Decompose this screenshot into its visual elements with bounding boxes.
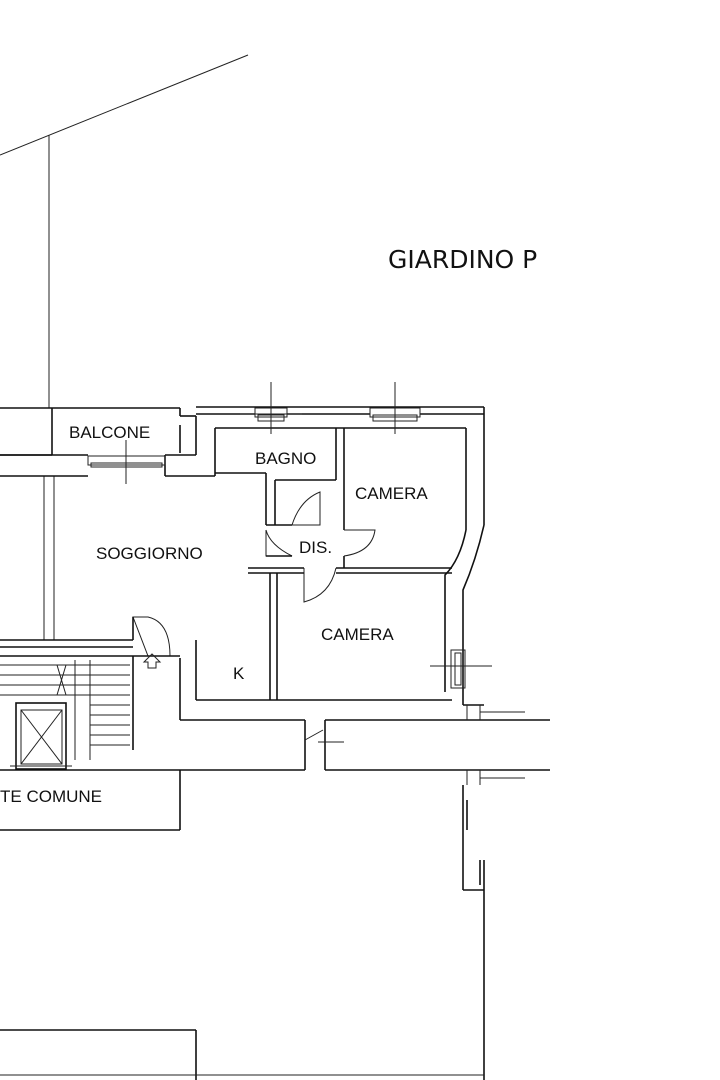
elevator [10,702,72,770]
label-comune: TE COMUNE [0,787,102,806]
apartment-outer-wall [196,406,485,692]
label-camera-bottom: CAMERA [321,625,394,644]
bagno-partitions [215,428,345,530]
left-wall-band [0,407,55,640]
label-camera-top: CAMERA [355,484,428,503]
lower-right-walls [462,785,485,1080]
label-soggiorno: SOGGIORNO [96,544,203,563]
balcone-room [0,407,215,477]
staircase [0,655,134,760]
camera-top-window [369,382,421,434]
lower-left-walls [0,1029,484,1080]
dis-doors [265,491,376,603]
corridor [304,705,550,785]
bagno-window [240,382,302,434]
common-area [0,769,181,831]
entrance-door [0,616,180,669]
soggiorno-walls [179,567,484,771]
garden-boundary [0,54,249,408]
camera-bottom-window [430,649,492,689]
label-k: K [233,664,245,683]
label-dis: DIS. [299,538,332,557]
label-balcone: BALCONE [69,423,150,442]
label-giardino: GIARDINO P [388,245,537,274]
balcone-window [87,440,166,484]
label-bagno: BAGNO [255,449,316,468]
